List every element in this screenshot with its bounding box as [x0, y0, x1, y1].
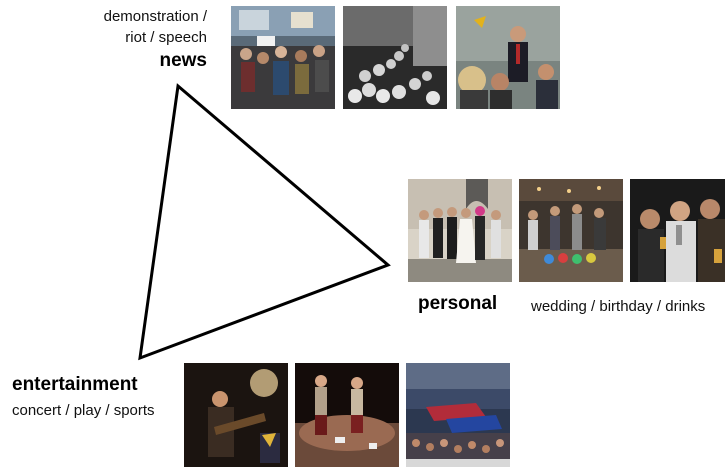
triangle-outline — [138, 83, 391, 361]
entertainment-category-name: entertainment — [12, 374, 138, 395]
riot-photo — [343, 6, 447, 109]
birthday-photo — [519, 179, 623, 282]
news-subtypes-line-2: riot / speech — [125, 29, 207, 46]
play-photo — [295, 363, 399, 467]
news-category-name: news — [159, 50, 207, 71]
concert-photo — [184, 363, 288, 467]
news-label: demonstration / riot / speech news — [104, 6, 207, 72]
entertainment-subtypes: concert / play / sports — [12, 402, 155, 419]
personal-category-name: personal — [418, 293, 498, 314]
news-subtypes-line-1: demonstration / — [103, 8, 207, 25]
entertainment-label: entertainment concert / play / sports — [12, 374, 155, 421]
personal-subtypes: wedding / birthday / drinks — [531, 298, 706, 315]
wedding-photo — [408, 179, 512, 282]
speech-photo — [456, 6, 560, 109]
demonstration-photo — [231, 6, 335, 109]
drinks-photo — [630, 179, 725, 282]
sports-photo — [406, 363, 510, 467]
